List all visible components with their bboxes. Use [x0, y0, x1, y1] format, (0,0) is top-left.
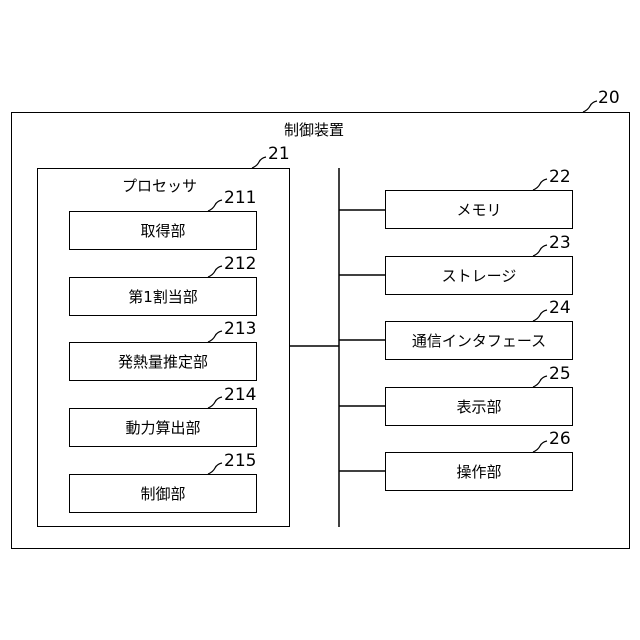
first-allocation-unit-box: 第1割当部	[69, 277, 257, 316]
heat-estimation-unit-ref: 213	[224, 319, 256, 339]
leader-20	[583, 101, 597, 112]
memory-ref: 22	[549, 167, 571, 187]
storage-ref: 23	[549, 233, 571, 253]
storage-box: ストレージ	[385, 256, 573, 295]
display-unit-ref: 25	[549, 364, 571, 384]
operation-unit-box: 操作部	[385, 452, 573, 491]
operation-unit-ref: 26	[549, 429, 571, 449]
display-unit-box: 表示部	[385, 387, 573, 426]
power-calculation-unit-box: 動力算出部	[69, 408, 257, 447]
memory-box: メモリ	[385, 190, 573, 229]
heat-estimation-unit-box: 発熱量推定部	[69, 342, 257, 381]
processor-title: プロセッサ	[122, 175, 197, 196]
control-device-title: 制御装置	[284, 119, 344, 140]
processor-ref: 21	[268, 144, 290, 164]
control-device-ref: 20	[598, 88, 620, 108]
power-calculation-unit-ref: 214	[224, 385, 256, 405]
acquisition-unit-ref: 211	[224, 188, 256, 208]
communication-interface-ref: 24	[549, 298, 571, 318]
control-unit-ref: 215	[224, 451, 256, 471]
first-allocation-unit-ref: 212	[224, 254, 256, 274]
control-unit-box: 制御部	[69, 474, 257, 513]
acquisition-unit-box: 取得部	[69, 211, 257, 250]
communication-interface-box: 通信インタフェース	[385, 321, 573, 360]
